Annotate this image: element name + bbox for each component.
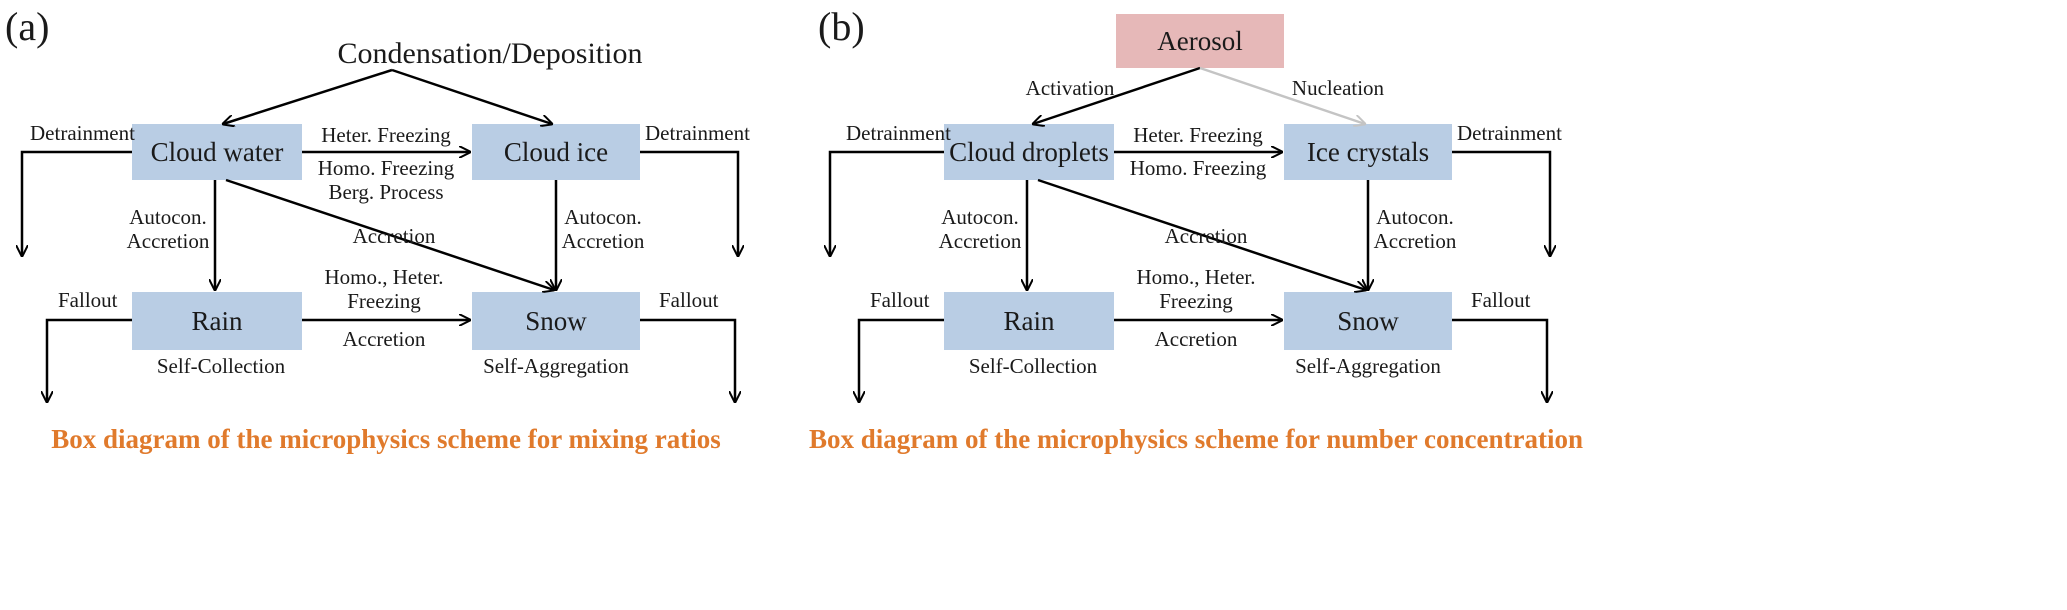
detrainment-right-arrow-b xyxy=(1452,150,1550,256)
homo-freezing-label-b: Homo. Freezing xyxy=(1130,156,1267,180)
fallout-right-arrow-b xyxy=(1452,318,1547,402)
nucleation-arrow xyxy=(1199,66,1365,124)
autocon-right-label: Autocon. xyxy=(564,205,642,229)
self-collection-label-b: Self-Collection xyxy=(969,354,1098,378)
accretion-diagonal-label-b: Accretion xyxy=(1165,224,1248,248)
accretion-rain-snow-label: Accretion xyxy=(343,327,426,351)
cloud-ice-label: Cloud ice xyxy=(504,137,608,167)
snow-box-b xyxy=(1284,292,1452,350)
freezing-label-b: Freezing xyxy=(1159,289,1233,313)
deposition-to-ice-arrow xyxy=(391,68,552,124)
fallout-right-arrow xyxy=(640,318,735,402)
detrainment-left-label-b: Detrainment xyxy=(846,121,951,145)
water-to-snow-accretion-arrow xyxy=(225,178,554,290)
detrainment-right-label: Detrainment xyxy=(645,121,750,145)
detrainment-left-label: Detrainment xyxy=(30,121,135,145)
rain-box-b xyxy=(944,292,1114,350)
homo-heter-label-b: Homo., Heter. xyxy=(1137,265,1256,289)
detrainment-right-arrow xyxy=(640,150,738,256)
cloud-ice-box xyxy=(472,124,640,180)
snow-box xyxy=(472,292,640,350)
rain-label: Rain xyxy=(192,306,243,336)
accretion-rain-snow-label-b: Accretion xyxy=(1155,327,1238,351)
cloud-water-label: Cloud water xyxy=(151,137,284,167)
ice-crystals-box xyxy=(1284,124,1452,180)
autocon-left-label: Autocon. xyxy=(129,205,207,229)
cloud-water-box xyxy=(132,124,302,180)
freezing-label: Freezing xyxy=(347,289,421,313)
berg-process-label: Berg. Process xyxy=(328,180,443,204)
autocon-left-label-b: Autocon. xyxy=(941,205,1019,229)
accretion-diagonal-label: Accretion xyxy=(353,224,436,248)
panel-b: (b) Aerosol Cloud droplets Ice crystals … xyxy=(809,4,1583,454)
heter-freezing-label-b: Heter. Freezing xyxy=(1133,123,1263,147)
ice-crystals-label: Ice crystals xyxy=(1307,137,1429,167)
heter-freezing-label: Heter. Freezing xyxy=(321,123,451,147)
aerosol-label: Aerosol xyxy=(1157,26,1242,56)
droplets-to-snow-accretion-arrow xyxy=(1037,178,1366,290)
condensation-deposition-label: Condensation/Deposition xyxy=(338,37,643,70)
fallout-right-label: Fallout xyxy=(659,288,719,312)
fallout-left-label-b: Fallout xyxy=(870,288,930,312)
cloud-droplets-label: Cloud droplets xyxy=(949,137,1109,167)
fallout-right-label-b: Fallout xyxy=(1471,288,1531,312)
accretion-right-label: Accretion xyxy=(562,229,645,253)
fallout-left-arrow-b xyxy=(859,318,944,402)
fallout-left-label: Fallout xyxy=(58,288,118,312)
panel-b-caption: Box diagram of the microphysics scheme f… xyxy=(809,424,1583,454)
homo-freezing-label: Homo. Freezing xyxy=(318,156,455,180)
panel-a-label: (a) xyxy=(5,4,49,49)
cloud-droplets-box xyxy=(944,124,1114,180)
activation-arrow xyxy=(1033,66,1201,124)
aerosol-box xyxy=(1116,14,1284,68)
accretion-left-label-b: Accretion xyxy=(939,229,1022,253)
condensation-to-water-arrow xyxy=(223,68,393,124)
snow-label: Snow xyxy=(525,306,587,336)
homo-heter-label: Homo., Heter. xyxy=(325,265,444,289)
detrainment-left-arrow xyxy=(22,150,132,256)
self-aggregation-label-b: Self-Aggregation xyxy=(1295,354,1441,378)
accretion-right-label-b: Accretion xyxy=(1374,229,1457,253)
snow-label-b: Snow xyxy=(1337,306,1399,336)
rain-box xyxy=(132,292,302,350)
nucleation-label: Nucleation xyxy=(1292,76,1385,100)
fallout-left-arrow xyxy=(47,318,132,402)
activation-label: Activation xyxy=(1026,76,1115,100)
self-aggregation-label: Self-Aggregation xyxy=(483,354,629,378)
self-collection-label: Self-Collection xyxy=(157,354,286,378)
detrainment-left-arrow-b xyxy=(830,150,944,256)
panel-a: (a) Condensation/Deposition Cloud water … xyxy=(5,4,750,454)
panel-a-caption: Box diagram of the microphysics scheme f… xyxy=(51,424,720,454)
detrainment-right-label-b: Detrainment xyxy=(1457,121,1562,145)
rain-label-b: Rain xyxy=(1004,306,1055,336)
autocon-right-label-b: Autocon. xyxy=(1376,205,1454,229)
accretion-left-label: Accretion xyxy=(127,229,210,253)
panel-b-label: (b) xyxy=(818,4,865,49)
